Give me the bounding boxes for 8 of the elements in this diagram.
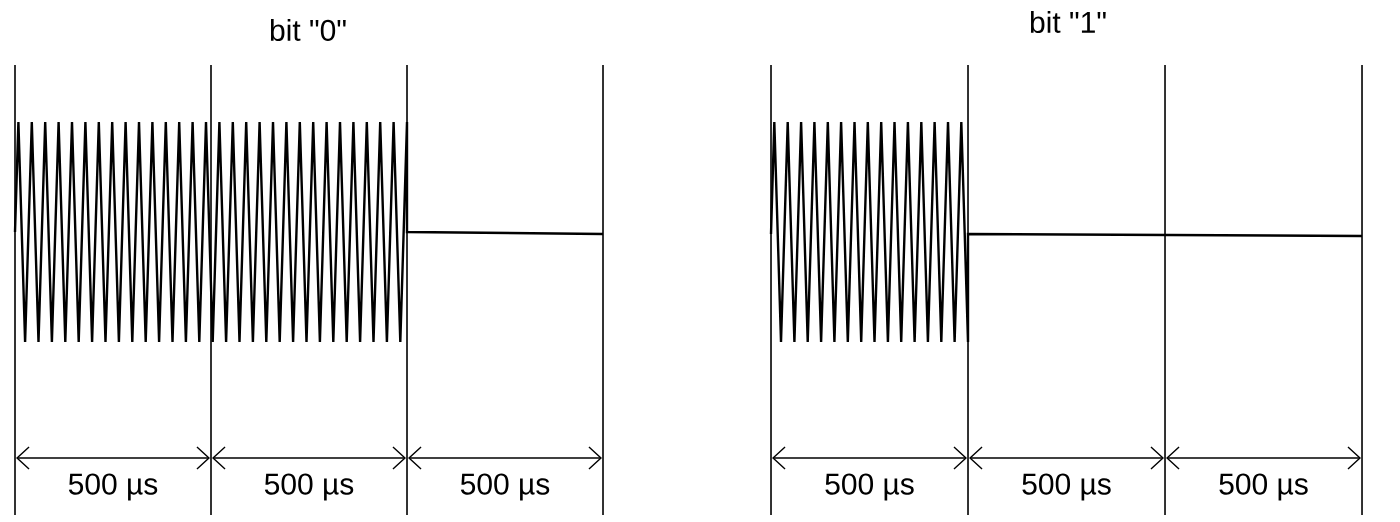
dimension-label: 500 µs (825, 473, 914, 501)
bit-label: bit "0" (270, 19, 346, 41)
dimension-label: 500 µs (264, 473, 354, 501)
bit-label: bit "1" (1030, 11, 1106, 33)
dimension-label: 500 µs (460, 473, 550, 501)
dimension-label: 500 µs (68, 473, 158, 501)
dimension-label: 500 µs (1022, 473, 1111, 501)
dimension-label: 500 µs (1219, 473, 1308, 501)
